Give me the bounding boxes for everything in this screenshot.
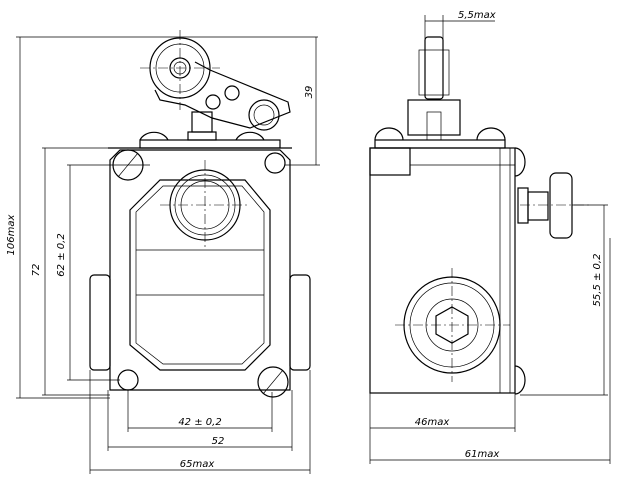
dim-mount-width: 42 ± 0,2 [178,417,221,428]
side-plunger-cap [549,172,573,239]
left-boss [89,274,111,371]
dim-body-depth: 46max [415,417,450,428]
dim-mount-height: 62 ± 0,2 [56,233,67,276]
dim-overall-height: 106max [6,214,17,255]
dim-plunger-height: 55,5 ± 0,2 [592,254,603,307]
right-boss [289,274,311,371]
dim-body-width: 52 [212,436,225,447]
dim-lever-height: 39 [304,86,315,99]
front-recess [129,179,271,371]
side-roller [424,36,444,100]
side-body-outline [369,147,516,394]
dim-overall-width: 65max [180,459,215,470]
front-view [89,30,311,398]
front-dimensions: 106max 72 62 ± 0,2 39 42 ± 0,2 52 65max [6,36,320,474]
lever-arm [154,61,291,129]
front-body-outline [109,149,291,391]
dim-roller-width: 5,5max [458,10,496,21]
side-dimensions: 5,5max 55,5 ± 0,2 46max 61max [369,10,611,464]
mount-screws [112,149,289,398]
dim-body-height: 72 [31,264,42,277]
side-view [369,36,590,395]
dim-overall-depth: 61max [465,449,500,460]
